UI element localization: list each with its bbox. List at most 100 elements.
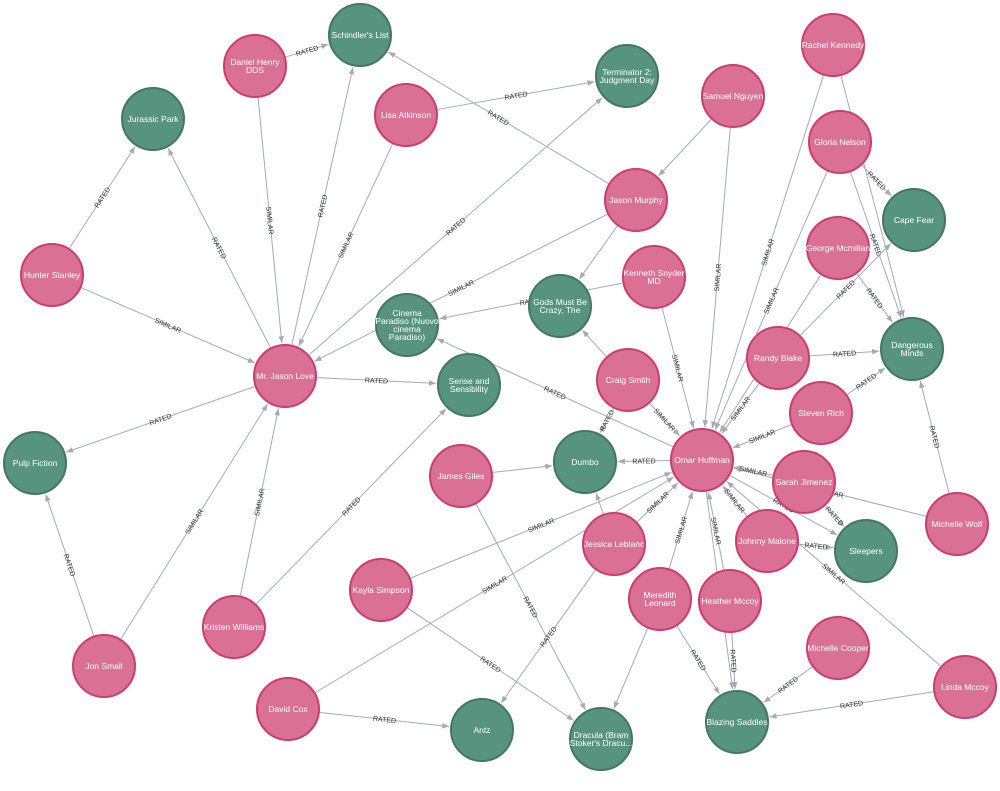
user-node-david-cox[interactable]: David Cox xyxy=(256,677,320,741)
relationship-edge[interactable]: RATED xyxy=(291,67,355,345)
user-node-omar-huffman[interactable]: Omar Huffman xyxy=(670,428,734,492)
user-node-jason-murphy[interactable]: Jason Murphy xyxy=(604,168,668,232)
relationship-edge[interactable]: SIMILAR xyxy=(649,403,680,437)
user-node-samuel-nguyen[interactable]: Samuel Nguyen xyxy=(701,64,765,128)
user-node-linda-mccoy[interactable]: Linda Mccoy xyxy=(933,655,997,719)
node-circle[interactable] xyxy=(328,3,392,67)
relationship-edge[interactable]: RATED xyxy=(617,458,671,466)
node-circle[interactable] xyxy=(604,168,668,232)
relationship-edge[interactable] xyxy=(613,628,649,709)
relationship-edge[interactable]: RATED xyxy=(316,377,437,386)
relationship-edge[interactable] xyxy=(492,463,553,473)
relationship-edge[interactable]: SIMILAR xyxy=(239,408,280,596)
movie-node-antz[interactable]: Antz xyxy=(450,698,514,762)
movie-node-jurassic-park[interactable]: Jurassic Park xyxy=(121,87,185,151)
node-circle[interactable] xyxy=(628,567,692,631)
node-circle[interactable] xyxy=(705,690,769,754)
relationship-edge[interactable]: SIMILAR xyxy=(661,307,695,429)
user-node-lisa-atkinson[interactable]: Lisa Atkinson xyxy=(374,83,438,147)
user-node-rachel-kennedy[interactable]: Rachel Kennedy xyxy=(801,13,865,77)
node-circle[interactable] xyxy=(670,428,734,492)
node-circle[interactable] xyxy=(429,444,493,508)
user-node-hunter-stanley[interactable]: Hunter Stanley xyxy=(20,243,84,307)
relationship-edge[interactable]: RATED xyxy=(599,408,616,434)
user-node-jessica-leblanc[interactable]: Jessica Leblanc xyxy=(582,512,646,576)
node-circle[interactable] xyxy=(223,34,287,98)
relationship-edge[interactable]: RATED xyxy=(319,711,450,729)
relationship-edge[interactable]: SIMILAR xyxy=(257,97,284,344)
node-circle[interactable] xyxy=(772,450,836,514)
movie-node-cape-fear[interactable]: Cape Fear xyxy=(882,188,946,252)
node-circle[interactable] xyxy=(801,13,865,77)
relationship-edge[interactable]: RATED xyxy=(45,494,95,636)
node-circle[interactable] xyxy=(528,274,592,338)
relationship-edge[interactable]: SIMILAR xyxy=(668,491,694,569)
movie-node-dumbo[interactable]: Dumbo xyxy=(553,430,617,494)
user-node-randy-blake[interactable]: Randy Blake xyxy=(746,326,810,390)
node-circle[interactable] xyxy=(582,512,646,576)
node-circle[interactable] xyxy=(20,243,84,307)
node-circle[interactable] xyxy=(72,634,136,698)
relationship-edge[interactable]: RATED xyxy=(285,43,329,58)
node-circle[interactable] xyxy=(789,381,853,445)
user-node-gloria-nelson[interactable]: Gloria Nelson xyxy=(808,110,872,174)
relationship-edge[interactable]: RATED xyxy=(167,148,271,348)
relationship-edge[interactable]: RATED xyxy=(66,386,255,453)
movie-node-terminator2[interactable]: Terminator 2:Judgment Day xyxy=(595,44,659,108)
node-circle[interactable] xyxy=(375,293,439,357)
relationship-edge[interactable]: SIMILAR xyxy=(636,482,679,523)
node-circle[interactable] xyxy=(596,348,660,412)
relationship-edge[interactable]: SIMILAR xyxy=(722,485,748,517)
relationship-edge[interactable]: RATED xyxy=(676,625,720,695)
relationship-edge[interactable]: SIMILAR xyxy=(707,492,725,570)
relationship-edge[interactable]: RATED xyxy=(856,273,893,323)
user-node-jon-small[interactable]: Jon Small xyxy=(72,634,136,698)
node-circle[interactable] xyxy=(808,110,872,174)
node-circle[interactable] xyxy=(553,430,617,494)
node-circle[interactable] xyxy=(735,509,799,573)
node-circle[interactable] xyxy=(3,431,67,495)
user-node-george-mcmillan[interactable]: George Mcmillan xyxy=(806,216,871,280)
user-node-michelle-cooper[interactable]: Michelle Cooper xyxy=(806,616,870,680)
user-node-michelle-wolf[interactable]: Michelle Wolf xyxy=(925,492,989,556)
relationship-edge[interactable]: RATED xyxy=(919,380,950,494)
relationship-edge[interactable]: RATED xyxy=(500,569,596,704)
user-node-steven-rich[interactable]: Steven Rich xyxy=(789,381,853,445)
relationship-edge[interactable]: SIMILAR xyxy=(732,424,792,449)
user-node-mr-jason-love[interactable]: Mr. Jason Love xyxy=(253,344,317,408)
relationship-edge[interactable]: RATED xyxy=(728,632,738,690)
relationship-edge[interactable]: RATED xyxy=(846,367,886,396)
node-circle[interactable] xyxy=(925,492,989,556)
node-circle[interactable] xyxy=(746,326,810,390)
node-circle[interactable] xyxy=(437,353,501,417)
user-node-kristen-williams[interactable]: Kristen Williams xyxy=(202,595,266,659)
node-circle[interactable] xyxy=(933,655,997,719)
node-circle[interactable] xyxy=(806,216,870,280)
node-circle[interactable] xyxy=(256,677,320,741)
relationship-edge[interactable]: SIMILAR xyxy=(721,383,760,434)
node-circle[interactable] xyxy=(622,245,686,309)
movie-node-blazing-saddles[interactable]: Blazing Saddles xyxy=(705,690,769,754)
relationship-edge[interactable]: RATED xyxy=(809,348,880,359)
user-node-heather-mccoy[interactable]: Heather Mccoy xyxy=(698,569,762,633)
node-circle[interactable] xyxy=(349,558,413,622)
user-node-johnny-malone[interactable]: Johnny Malone xyxy=(735,509,799,573)
node-circle[interactable] xyxy=(450,698,514,762)
user-node-james-giles[interactable]: James Giles xyxy=(429,444,493,508)
relationship-edge[interactable]: RATED xyxy=(824,505,845,528)
relationship-edge[interactable] xyxy=(581,329,607,357)
node-circle[interactable] xyxy=(595,44,659,108)
relationship-edge[interactable]: SIMILAR xyxy=(702,127,731,428)
relationship-edge[interactable]: SIMILAR xyxy=(81,287,255,364)
user-node-kayla-simpson[interactable]: Kayla Simpson xyxy=(349,558,413,622)
relationship-edge[interactable] xyxy=(658,119,712,177)
user-node-craig-smith[interactable]: Craig Smith xyxy=(596,348,660,412)
node-circle[interactable] xyxy=(121,87,185,151)
